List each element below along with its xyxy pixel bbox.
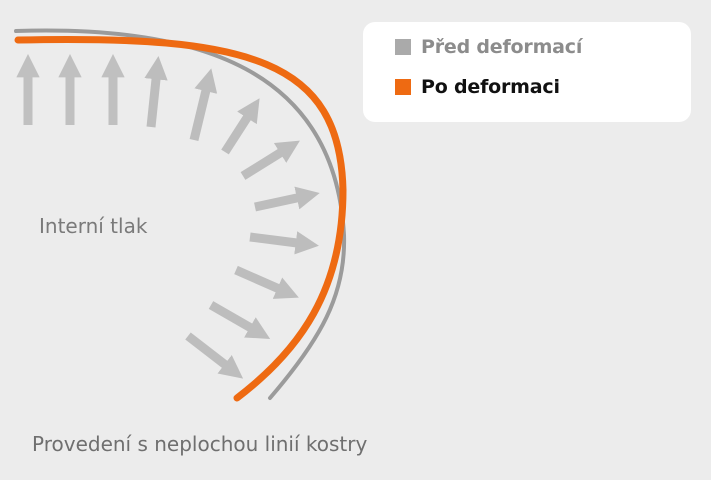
curve-before-deformation [14, 28, 347, 400]
pressure-arrow-icon [240, 140, 300, 180]
internal-pressure-arrows [16, 53, 320, 379]
diagram-caption: Provedení s neplochou linií kostry [32, 432, 368, 456]
pressure-arrow-icon [208, 301, 271, 339]
legend-label-after: Po deformaci [421, 76, 560, 98]
pressure-arrow-icon [221, 98, 260, 155]
legend: Před deformací Po deformaci [363, 22, 691, 122]
pressure-arrow-icon [144, 56, 168, 128]
pressure-arrow-icon [189, 68, 218, 142]
legend-swatch-after [395, 79, 411, 95]
pressure-arrow-icon [185, 332, 244, 379]
internal-pressure-label: Interní tlak [39, 214, 148, 238]
legend-item-after: Po deformaci [395, 76, 560, 98]
legend-swatch-before [395, 39, 411, 55]
pressure-arrow-icon [254, 186, 320, 212]
pressure-arrow-icon [249, 231, 319, 255]
pressure-arrow-icon [234, 265, 299, 299]
legend-item-before: Před deformací [395, 36, 582, 58]
legend-label-before: Před deformací [421, 36, 583, 58]
curve-after-deformation [14, 35, 347, 402]
